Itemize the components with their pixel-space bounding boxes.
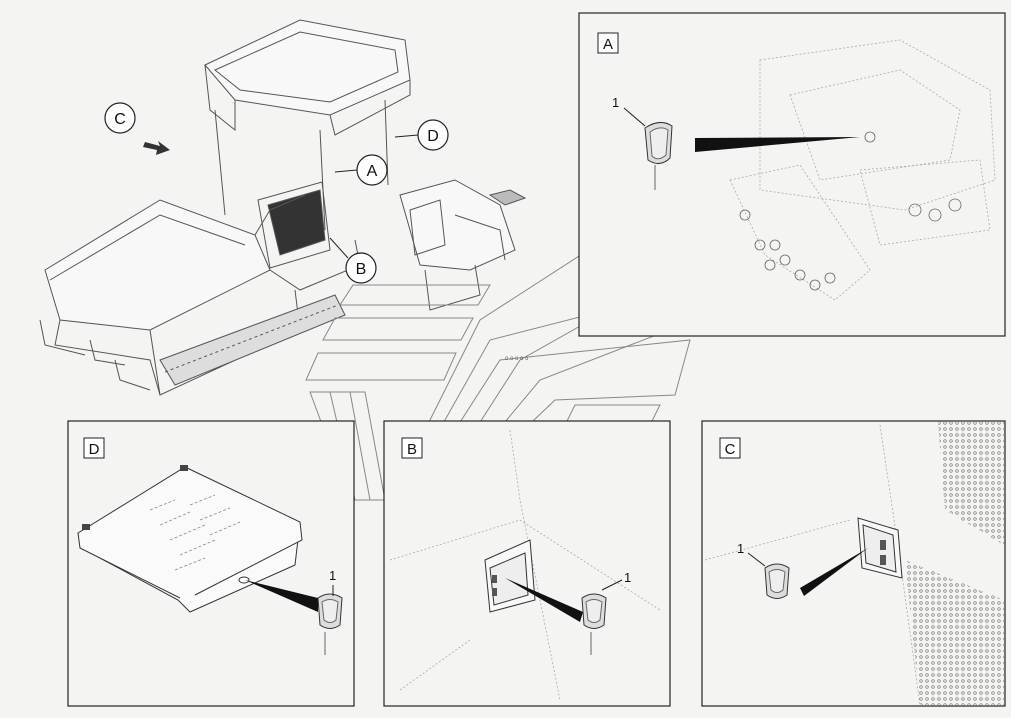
panel-a-letter: A bbox=[603, 36, 613, 53]
reflector-icon bbox=[764, 563, 790, 599]
callout-c[interactable]: C bbox=[104, 102, 136, 134]
panel-d: D 1 bbox=[67, 420, 355, 707]
callout-d[interactable]: D bbox=[394, 119, 449, 151]
panel-a-item-number: 1 bbox=[612, 95, 619, 110]
view-direction-arrow-icon bbox=[143, 141, 170, 155]
callout-c-label: C bbox=[114, 111, 126, 128]
callout-b-label: B bbox=[356, 261, 367, 278]
callout-a[interactable]: A bbox=[334, 154, 388, 186]
paver-machine-illustration bbox=[39, 19, 527, 396]
panel-c-letter: C bbox=[725, 441, 736, 458]
panel-b-letter: B bbox=[407, 441, 417, 458]
callout-a-label: A bbox=[367, 163, 378, 180]
callout-d-label: D bbox=[427, 128, 439, 145]
panel-a: A 1 bbox=[578, 12, 1006, 337]
reflector-icon bbox=[317, 593, 343, 655]
svg-text:o o o o o: o o o o o bbox=[505, 356, 529, 362]
reflector-icon bbox=[581, 593, 607, 655]
panel-d-letter: D bbox=[89, 441, 100, 458]
reflector-icon bbox=[644, 122, 673, 190]
panel-d-item-number: 1 bbox=[329, 568, 336, 583]
panel-c: C 1 bbox=[701, 420, 1006, 707]
callout-b[interactable]: B bbox=[329, 237, 377, 284]
panel-b-item-number: 1 bbox=[624, 570, 631, 585]
panel-c-item-number: 1 bbox=[737, 541, 744, 556]
panel-b: B 1 bbox=[383, 420, 671, 707]
